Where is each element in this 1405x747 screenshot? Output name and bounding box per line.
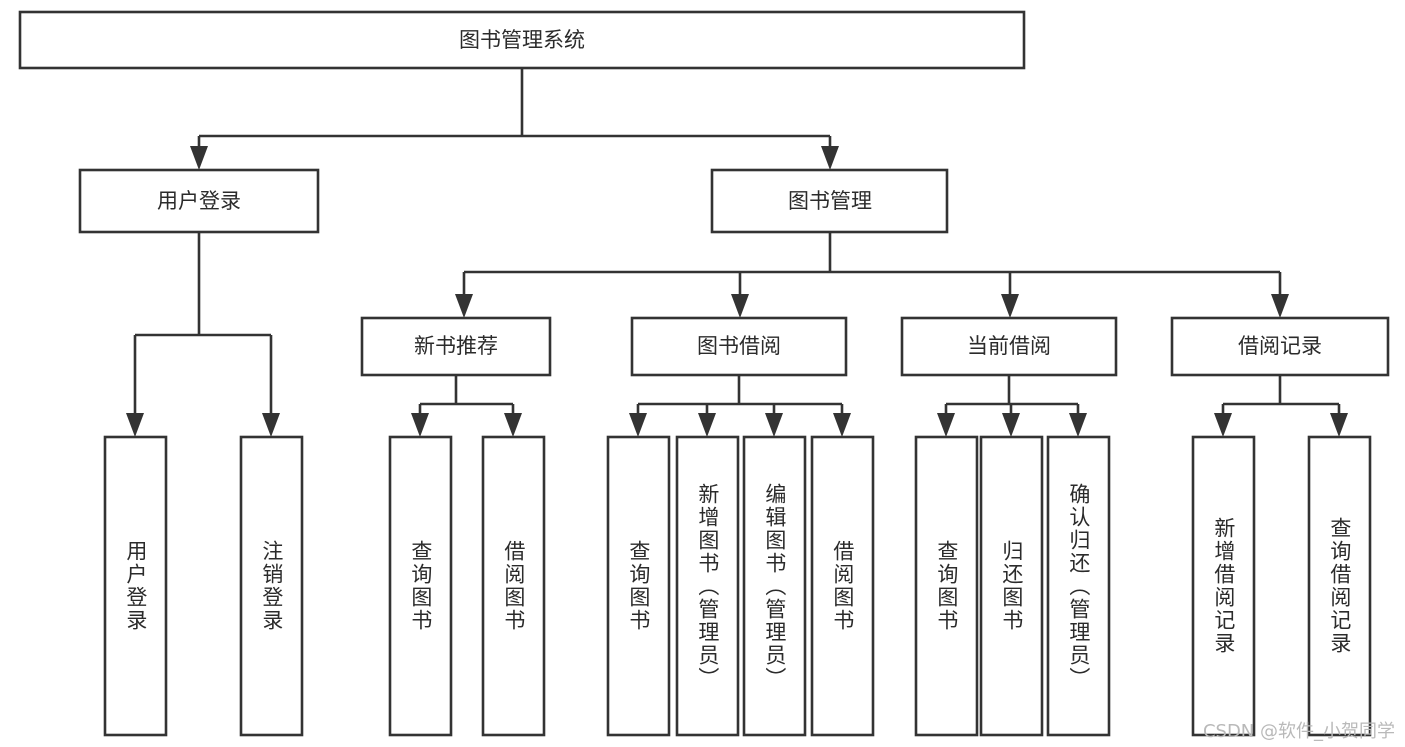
leaf-box-book-borrow-4[interactable]: [810, 435, 875, 737]
connector-newbook-bus: [418, 375, 515, 419]
node-book-borrow-label: 图书借阅: [697, 334, 781, 358]
connector-bookborrow-bus: [636, 375, 844, 419]
arrow-currentborrow-leaf-3: [1069, 413, 1087, 437]
leaf-box-book-borrow-3[interactable]: [742, 435, 807, 737]
arrow-to-current-borrow: [1001, 294, 1019, 318]
arrow-newbook-leaf-2: [504, 413, 522, 437]
leaf-box-book-borrow-2[interactable]: [675, 435, 740, 737]
node-layer: [18, 10, 1390, 737]
leaf-box-borrow-record-1[interactable]: [1191, 435, 1256, 737]
connector-userlogin-bus: [133, 232, 273, 419]
node-new-book-label: 新书推荐: [414, 334, 498, 358]
leaf-box-new-book-2[interactable]: [481, 435, 546, 737]
leaf-box-user-login-2[interactable]: [239, 435, 304, 737]
csdn-watermark: CSDN @软件_小贺同学: [1202, 721, 1395, 742]
arrow-newbook-leaf-1: [411, 413, 429, 437]
arrow-userlogin-leaf-1: [126, 413, 144, 437]
connector-borrowrecord-bus: [1221, 375, 1341, 419]
node-book-manage-label: 图书管理: [788, 189, 872, 213]
node-borrow-record-label: 借阅记录: [1238, 334, 1322, 358]
node-current-borrow-box[interactable]: [900, 316, 1118, 377]
node-root-box[interactable]: [18, 10, 1026, 70]
arrow-bookborrow-leaf-1: [629, 413, 647, 437]
connector-layer: [126, 68, 1348, 437]
label-layer: 图书管理系统 用户登录 图书管理 新书推荐 图书借阅 当前借阅 借阅记录: [157, 28, 1322, 358]
leaf-box-new-book-1[interactable]: [388, 435, 453, 737]
leaf-box-borrow-record-2[interactable]: [1307, 435, 1372, 737]
arrow-root-to-book-manage: [821, 146, 839, 170]
leaf-box-current-borrow-1[interactable]: [914, 435, 979, 737]
arrow-borrowrecord-leaf-2: [1330, 413, 1348, 437]
arrow-to-new-book: [455, 294, 473, 318]
node-current-borrow-label: 当前借阅: [967, 334, 1051, 358]
node-user-login-label: 用户登录: [157, 189, 241, 213]
node-book-borrow-box[interactable]: [630, 316, 848, 377]
leaf-box-book-borrow-1[interactable]: [606, 435, 671, 737]
leaf-box-current-borrow-3[interactable]: [1046, 435, 1111, 737]
node-book-manage-box[interactable]: [710, 168, 949, 234]
connector-bookmanage-bus: [462, 232, 1282, 300]
node-root-label: 图书管理系统: [459, 28, 585, 52]
arrow-currentborrow-leaf-2: [1002, 413, 1020, 437]
connector-currentborrow-bus: [944, 375, 1080, 419]
connector-root-to-level2: [197, 68, 832, 152]
node-new-book-box[interactable]: [360, 316, 552, 377]
node-borrow-record-box[interactable]: [1170, 316, 1390, 377]
arrow-bookborrow-leaf-2: [698, 413, 716, 437]
arrow-userlogin-leaf-2: [262, 413, 280, 437]
arrow-root-to-user-login: [190, 146, 208, 170]
arrow-currentborrow-leaf-1: [937, 413, 955, 437]
arrow-to-borrow-record: [1271, 294, 1289, 318]
arrow-to-book-borrow: [731, 294, 749, 318]
leaf-box-user-login-1[interactable]: [103, 435, 168, 737]
arrow-bookborrow-leaf-4: [833, 413, 851, 437]
arrow-bookborrow-leaf-3: [765, 413, 783, 437]
arrow-borrowrecord-leaf-1: [1214, 413, 1232, 437]
leaf-box-current-borrow-2[interactable]: [979, 435, 1044, 737]
node-user-login-box[interactable]: [78, 168, 320, 234]
